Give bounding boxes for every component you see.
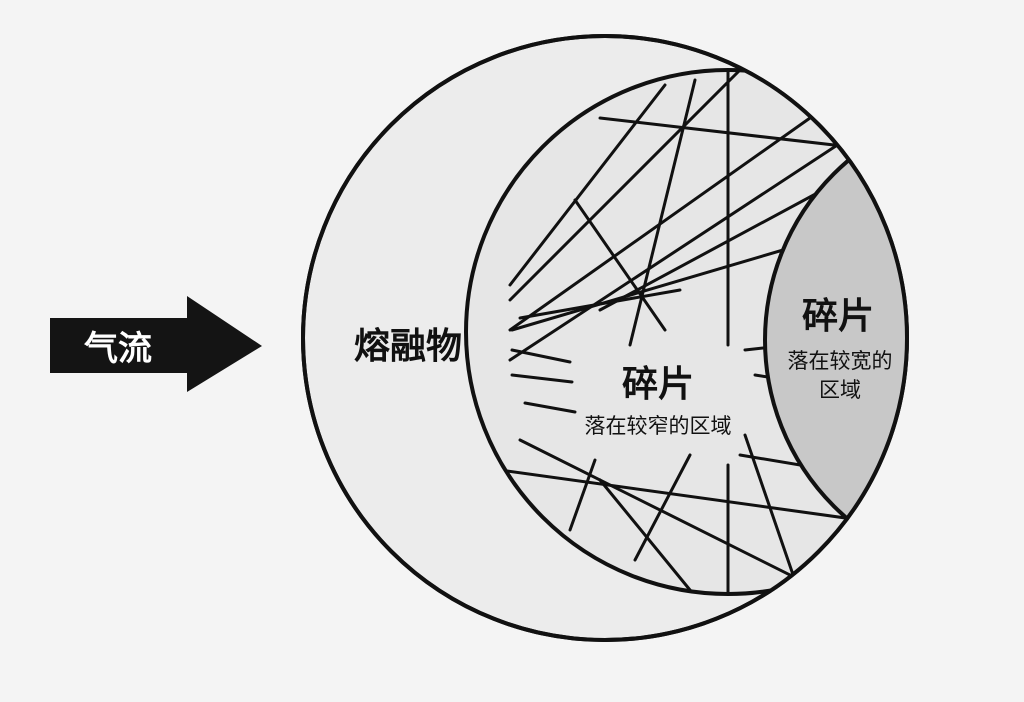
- debris-streak: [518, 288, 682, 320]
- wide-debris-caption-line1: 落在较宽的: [788, 349, 893, 373]
- debris-streak: [568, 458, 597, 532]
- debris-streak: [573, 198, 667, 332]
- debris-streak: [510, 243, 802, 332]
- debris-streak: [498, 468, 862, 522]
- melt-label: 熔融物: [354, 326, 462, 367]
- debris-streak: [598, 116, 862, 150]
- airflow-arrow: 气流: [50, 296, 262, 392]
- debris-streak: [523, 401, 577, 414]
- arrow-label: 气流: [83, 329, 152, 369]
- inner-disc-outline: [464, 68, 907, 596]
- wide-debris-title: 碎片: [802, 296, 874, 337]
- outer-disc-outline: [301, 34, 909, 642]
- debris-streak: [518, 438, 832, 594]
- debris-streak: [633, 453, 692, 562]
- debris-streak: [508, 138, 847, 362]
- debris-streak: [508, 116, 812, 332]
- debris-streak: [628, 78, 697, 347]
- arrow-shape: [50, 296, 262, 392]
- debris-streak: [598, 478, 692, 592]
- debris-streak: [510, 373, 574, 384]
- debris-streak: [510, 348, 572, 364]
- wide-debris-caption-line2: 区域: [819, 378, 861, 402]
- debris-streak: [743, 433, 802, 594]
- narrow-debris-title: 碎片: [622, 364, 694, 405]
- narrow-debris-caption: 落在较窄的区域: [585, 414, 732, 438]
- narrow-debris-region: [464, 68, 907, 596]
- debris-streak: [508, 70, 742, 302]
- debris-streak: [508, 83, 667, 287]
